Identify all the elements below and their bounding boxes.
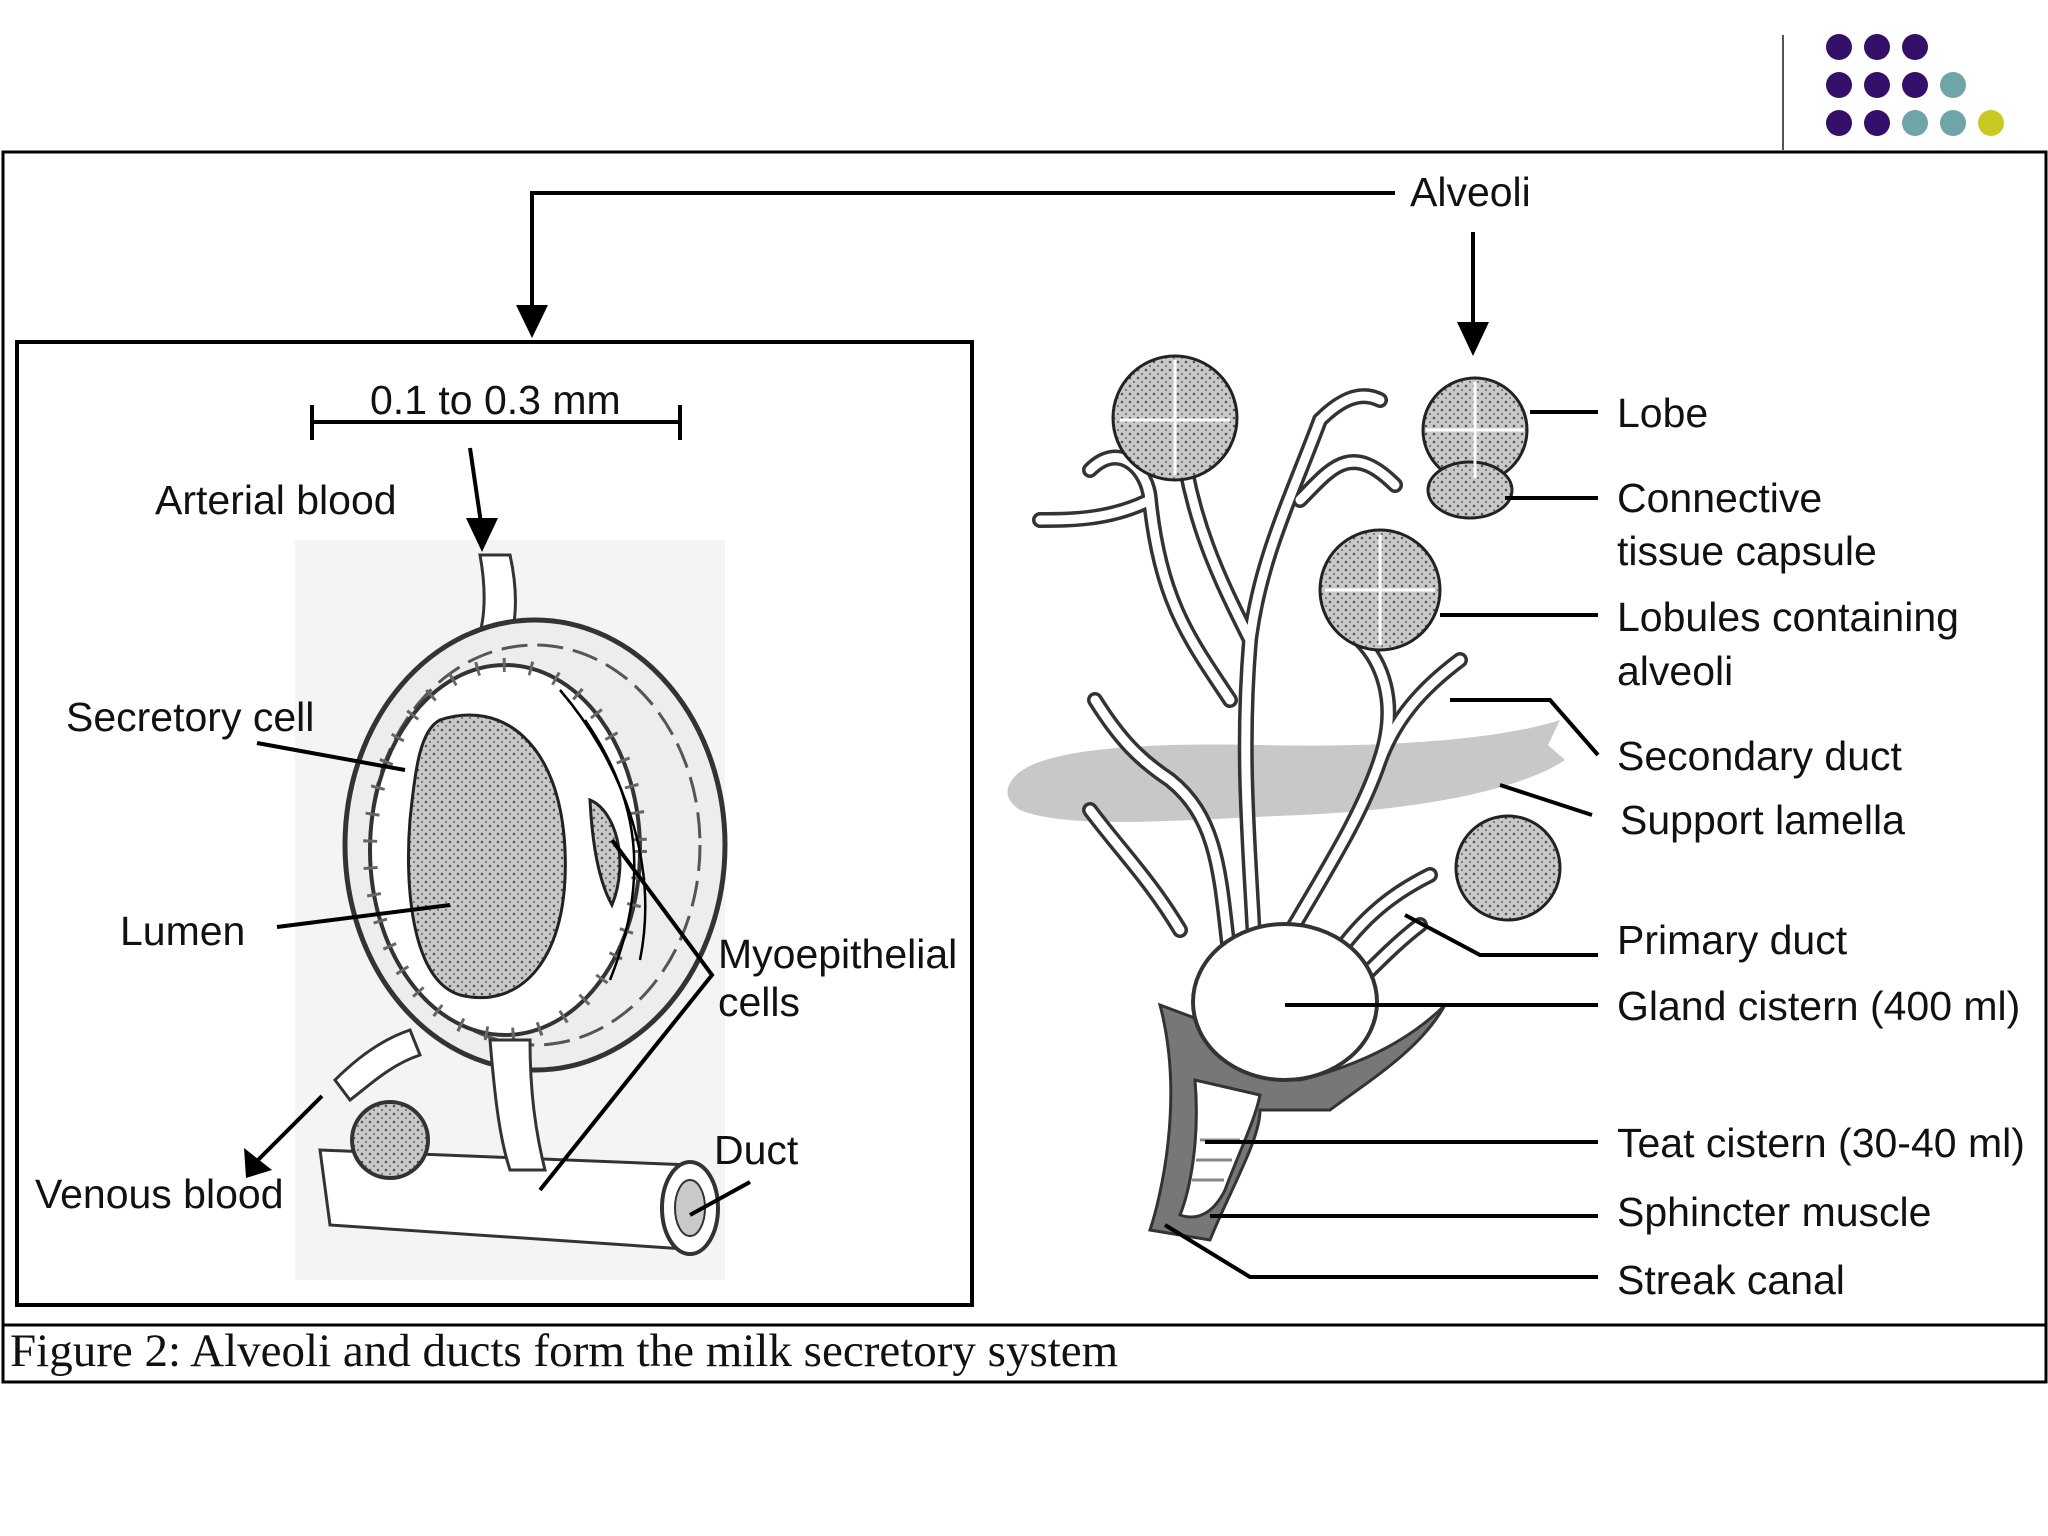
decor-dot bbox=[1864, 110, 1890, 136]
decorative-dot-grid bbox=[1826, 34, 2004, 136]
decor-dot bbox=[1902, 34, 1928, 60]
label-connective-line1: Connective bbox=[1617, 475, 1822, 521]
label-lobe: Lobe bbox=[1617, 390, 1708, 436]
decor-dot bbox=[1826, 110, 1852, 136]
decor-dot bbox=[1940, 110, 1966, 136]
figure-caption: Figure 2: Alveoli and ducts form the mil… bbox=[10, 1325, 1118, 1377]
decor-dot bbox=[1864, 72, 1890, 98]
label-lobules-line1: Lobules containing bbox=[1617, 594, 1959, 640]
decor-dot bbox=[1978, 110, 2004, 136]
label-myoepithelial-line1: Myoepithelial bbox=[718, 931, 957, 977]
label-streak-canal: Streak canal bbox=[1617, 1257, 1845, 1303]
label-lobules-line2: alveoli bbox=[1617, 648, 1733, 694]
duct-tree-inner bbox=[1035, 391, 1465, 995]
label-gland-cistern: Gland cistern (400 ml) bbox=[1617, 983, 2020, 1029]
right-panel-leaders bbox=[1163, 410, 1600, 1279]
label-support-lamella: Support lamella bbox=[1620, 797, 1905, 843]
decor-dot bbox=[1902, 72, 1928, 98]
alveoli-connector bbox=[516, 191, 1489, 356]
scale-bar bbox=[310, 405, 682, 440]
left-panel: 0.1 to 0.3 mm bbox=[15, 340, 974, 1307]
left-panel-frame bbox=[15, 340, 974, 1307]
right-panel: Lobe Connective tissue capsule Lobules c… bbox=[1007, 354, 2025, 1303]
alveoli-title: Alveoli bbox=[1410, 169, 1531, 215]
cistern bbox=[1148, 922, 1447, 1242]
label-secondary-duct: Secondary duct bbox=[1617, 733, 1903, 779]
decor-dot bbox=[1826, 72, 1852, 98]
lobe-lower bbox=[1454, 814, 1562, 922]
label-duct: Duct bbox=[714, 1127, 799, 1173]
lobe-top-right-lower bbox=[1426, 460, 1514, 520]
label-myoepithelial-line2: cells bbox=[718, 979, 800, 1025]
lobe-cluster bbox=[1111, 354, 1562, 922]
label-sphincter-muscle: Sphincter muscle bbox=[1617, 1189, 1931, 1235]
label-secretory-cell: Secretory cell bbox=[66, 694, 314, 740]
label-lumen: Lumen bbox=[120, 908, 245, 954]
support-lamella-band bbox=[1007, 720, 1565, 822]
decor-dot bbox=[1940, 72, 1966, 98]
label-connective-line2: tissue capsule bbox=[1617, 528, 1877, 574]
label-primary-duct: Primary duct bbox=[1617, 917, 1848, 963]
decor-dot bbox=[1902, 110, 1928, 136]
decor-dot bbox=[1826, 34, 1852, 60]
decor-dot bbox=[1864, 34, 1890, 60]
label-venous-blood: Venous blood bbox=[35, 1171, 284, 1217]
scale-bar-label: 0.1 to 0.3 mm bbox=[370, 377, 621, 423]
label-arterial-blood: Arterial blood bbox=[155, 477, 397, 523]
label-teat-cistern: Teat cistern (30-40 ml) bbox=[1617, 1120, 2025, 1166]
left-panel-leaders bbox=[244, 447, 751, 1217]
alveolus-illustration bbox=[295, 540, 728, 1280]
